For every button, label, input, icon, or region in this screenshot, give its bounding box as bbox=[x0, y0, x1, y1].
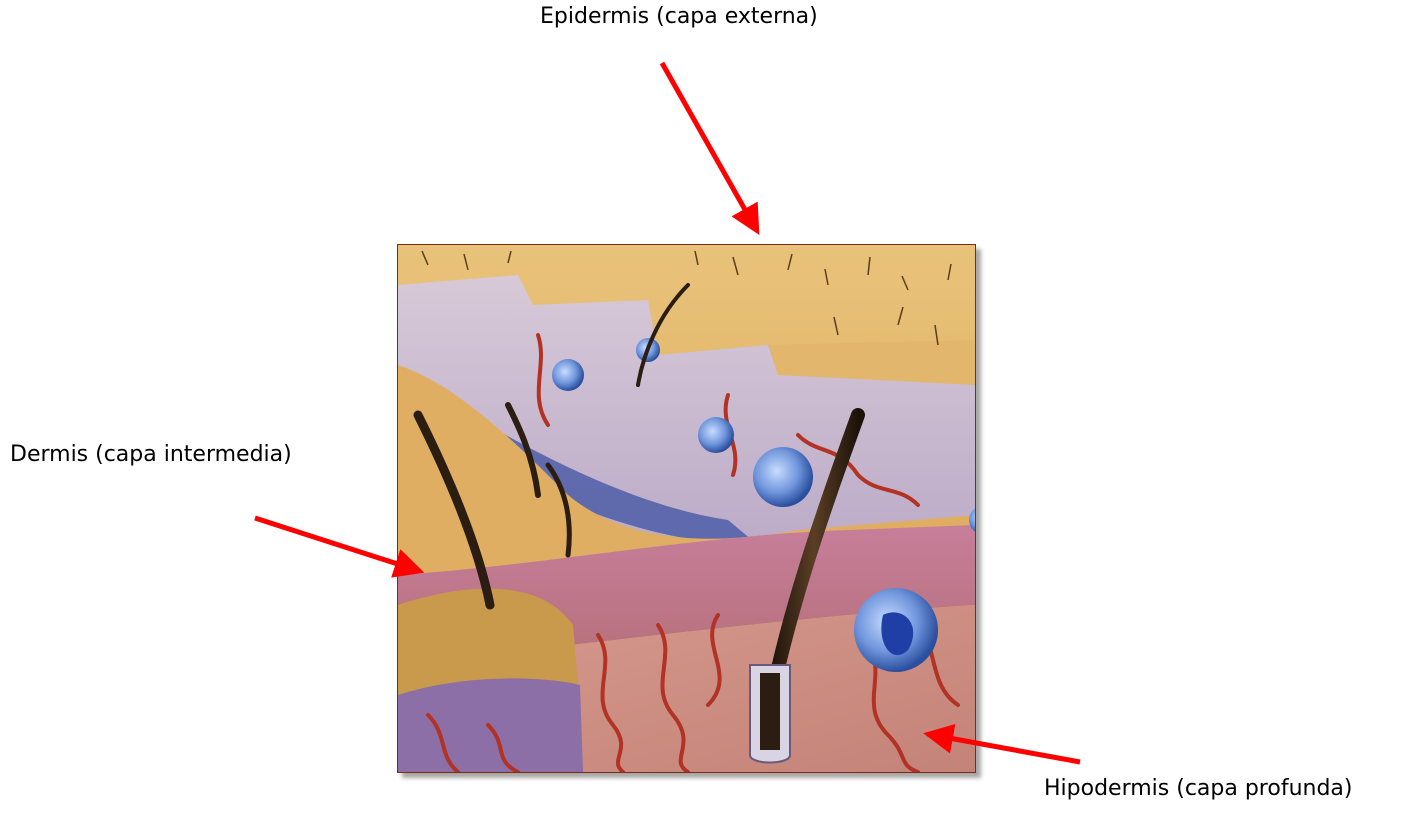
dermis-arrow bbox=[255, 518, 410, 568]
epidermis-arrow bbox=[662, 63, 752, 222]
skin-cross-section-illustration bbox=[397, 244, 976, 773]
dermis-label: Dermis (capa intermedia) bbox=[10, 442, 292, 468]
epidermis-label: Epidermis (capa externa) bbox=[540, 4, 818, 30]
skin-illustration-svg bbox=[398, 245, 975, 772]
hipodermis-label: Hipodermis (capa profunda) bbox=[1044, 776, 1352, 802]
